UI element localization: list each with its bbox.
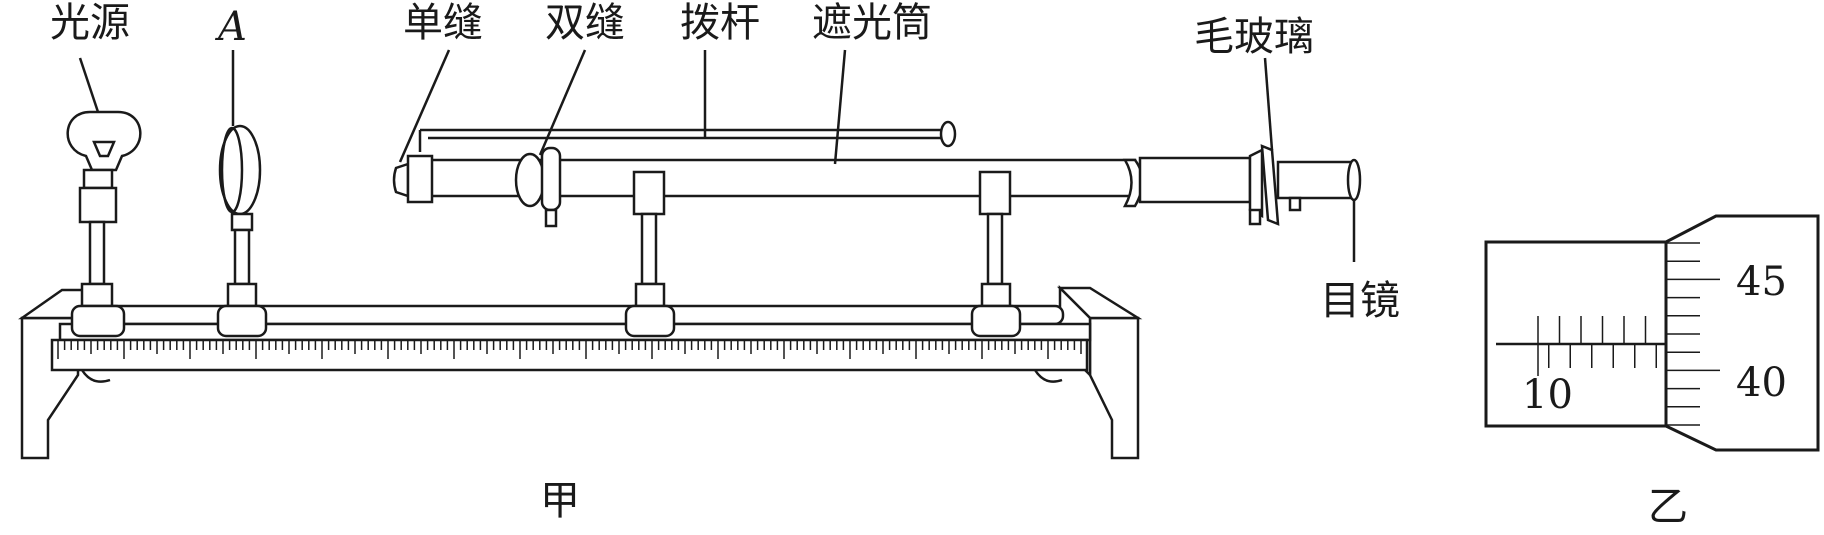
single-slit-cap [392, 162, 410, 198]
bulb-socket [78, 186, 118, 224]
bulb-base [82, 168, 114, 190]
label-double-slit: 双缝 [545, 0, 625, 46]
labels: 光源 A 单缝 双缝 拨杆 遮光筒 毛玻璃 目镜 [50, 0, 1400, 324]
leader-light-source [78, 57, 100, 113]
bulb-carriage [70, 304, 126, 338]
light-source [66, 110, 142, 338]
frosted-glass-ring [1248, 147, 1264, 219]
label-eyepiece: 目镜 [1320, 278, 1400, 324]
label-lens-a: A [214, 4, 247, 50]
double-slit-ring [514, 152, 546, 208]
bulb-filament [92, 140, 116, 158]
label-single-slit: 单缝 [403, 0, 483, 46]
bulb-post [88, 220, 106, 286]
lens-a-holder [230, 212, 254, 232]
caption-right: 乙 [1648, 484, 1688, 530]
micrometer: 10 45 40 [1484, 214, 1820, 452]
tube-support-1-carriage [624, 304, 676, 338]
bench-rail-lower [58, 322, 1092, 342]
label-lever: 拨杆 [680, 0, 760, 46]
double-slit-holder [540, 146, 562, 212]
frosted-glass-screw [1248, 208, 1262, 226]
tube-support-2-carriage [970, 304, 1022, 338]
lens-a-edge [220, 126, 244, 214]
label-shade-tube: 遮光筒 [812, 0, 932, 46]
bench-right-foot [1088, 316, 1140, 460]
tube-support-1-clamp [632, 170, 666, 216]
micrometer-drum-upper: 45 [1736, 259, 1787, 305]
bench-scale-ticks [57, 341, 1082, 359]
leader-shade-tube [833, 49, 847, 165]
lens-a-post [233, 228, 251, 286]
micrometer-drum-ticks [1666, 242, 1720, 426]
lens-a-carriage [216, 304, 268, 338]
label-light-source: 光源 [50, 0, 130, 46]
lever-knob [939, 120, 957, 148]
eyepiece-tube [1276, 160, 1356, 200]
leader-single-slit [398, 49, 451, 163]
bench-scale-strip [50, 338, 1089, 372]
lens-a-post-base [226, 282, 258, 308]
measuring-tube [1138, 156, 1252, 204]
tube-support-2-base [980, 282, 1012, 308]
bulb-post-base [80, 282, 114, 308]
frosted-glass-plate [1260, 144, 1280, 226]
micrometer-main-reading: 10 [1522, 372, 1573, 418]
double-slit-screw [544, 208, 558, 228]
eyepiece-screw [1288, 196, 1302, 212]
optical-bench [18, 284, 1143, 460]
bench-left-bracket [80, 369, 111, 383]
tube-support-2-post [986, 212, 1004, 286]
leader-lines [78, 49, 1356, 262]
tube-support-1-base [634, 282, 666, 308]
tube-support-1-post [640, 212, 658, 286]
micrometer-drum-lower: 40 [1736, 360, 1787, 406]
micrometer-sleeve [1484, 240, 1668, 428]
leader-frosted-glass [1263, 57, 1274, 151]
eyepiece-lens [1346, 158, 1362, 202]
leader-double-slit [538, 49, 587, 156]
tube-assembly [392, 120, 1362, 338]
bench-right-bracket [1033, 369, 1063, 383]
single-slit-holder [406, 154, 434, 204]
label-frosted-glass: 毛玻璃 [1194, 14, 1314, 60]
caption-left: 甲 [540, 478, 580, 524]
micrometer-thimble [1664, 214, 1820, 452]
tube-support-2-clamp [978, 170, 1012, 216]
lens-a [216, 124, 268, 338]
